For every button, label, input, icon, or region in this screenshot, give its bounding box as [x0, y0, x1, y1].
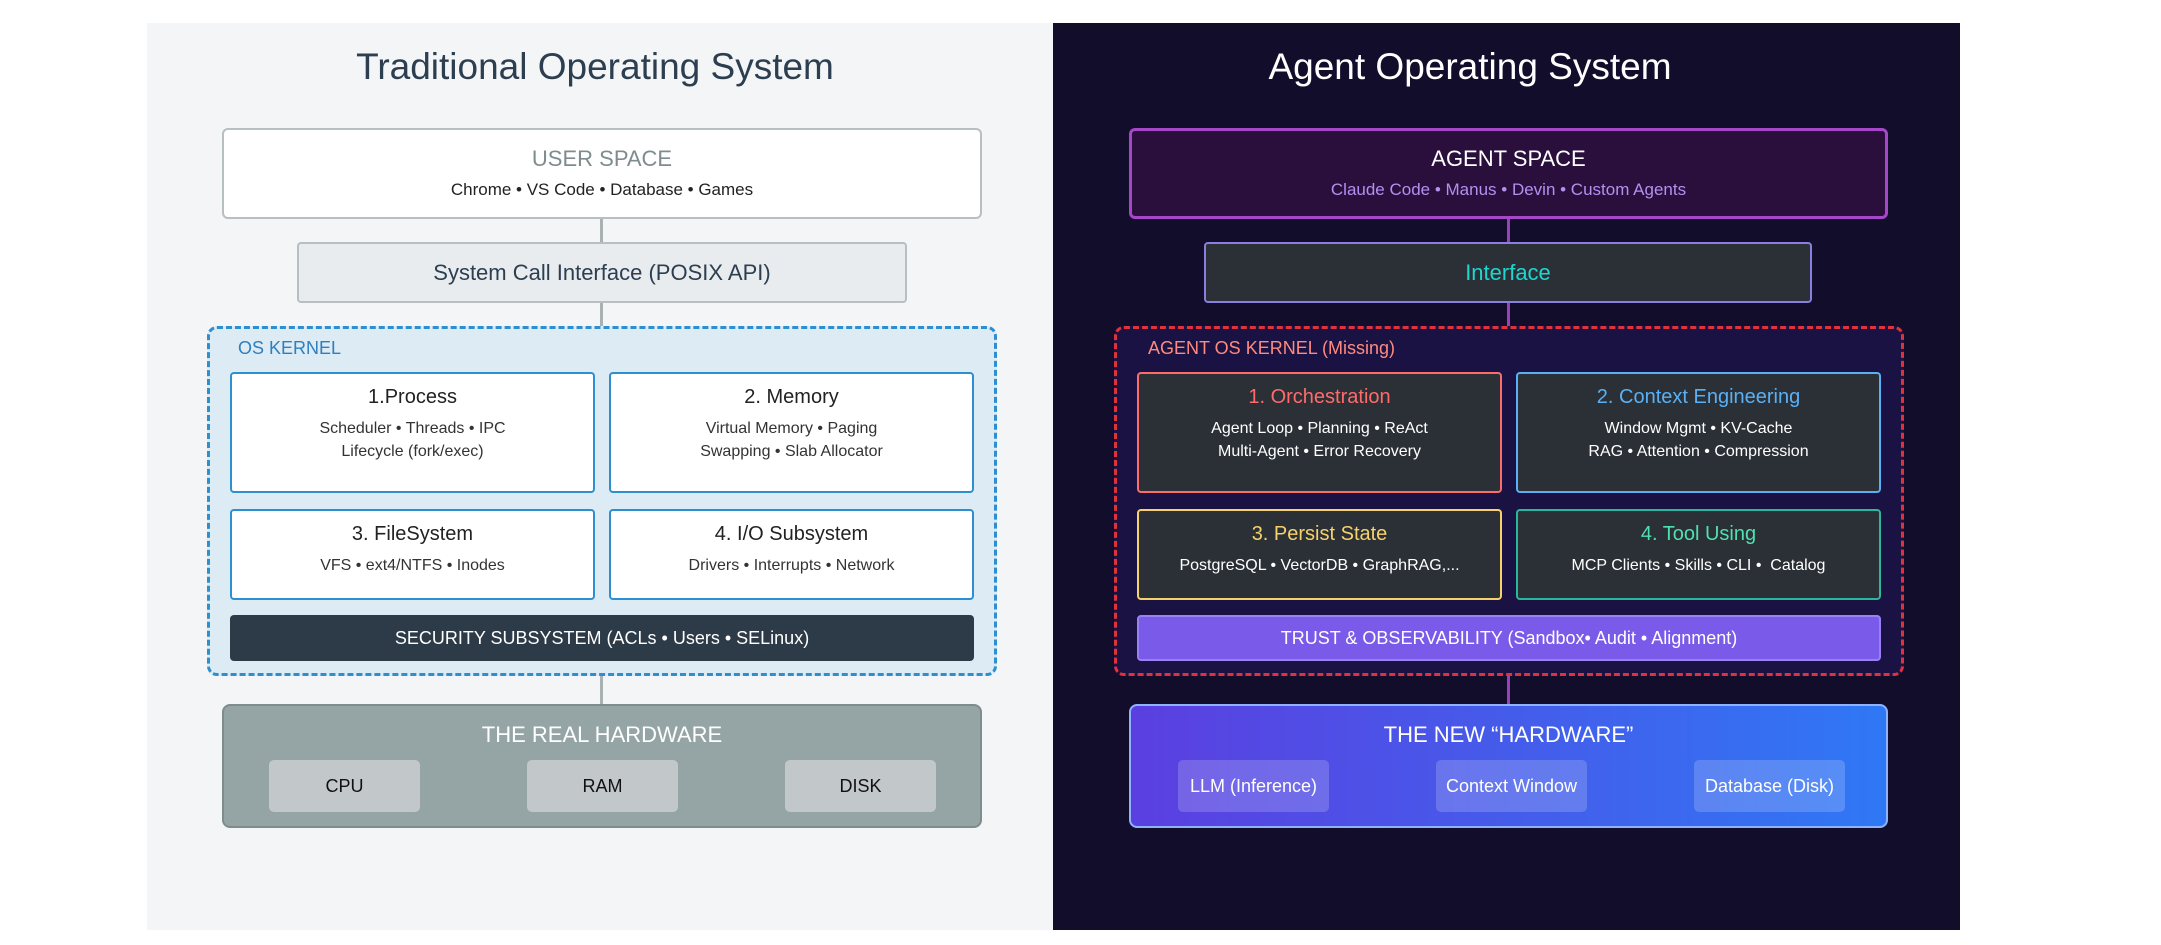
connector-line [1507, 676, 1510, 704]
hardware-chip-disk: DISK [785, 760, 936, 812]
new-hardware-title: THE NEW “HARDWARE” [1383, 722, 1634, 747]
interface-label: Interface [1465, 259, 1551, 285]
kernel-card-line: Virtual Memory • Paging [705, 420, 878, 437]
real-hardware-title: THE REAL HARDWARE [481, 722, 723, 747]
kernel-card-line: Scheduler • Threads • IPC [319, 420, 506, 437]
hardware-chip-ram: RAM [527, 760, 678, 812]
agent-card-line: RAG • Attention • Compression [1588, 443, 1809, 460]
interface-box: Interface [1204, 242, 1812, 303]
agent-card-title: 1. Orchestration [1248, 386, 1391, 408]
connector-line [1507, 302, 1510, 327]
agent-card-title: 3. Persist State [1251, 523, 1388, 545]
kernel-card-title: 3. FileSystem [351, 523, 474, 545]
agent-space-box: AGENT SPACE Claude Code • Manus • Devin … [1129, 128, 1888, 219]
agent-card-title: 4. Tool Using [1640, 523, 1757, 545]
trust-observability-bar: TRUST & OBSERVABILITY (Sandbox• Audit • … [1137, 615, 1881, 661]
trust-observability-label: TRUST & OBSERVABILITY (Sandbox• Audit • … [1280, 627, 1738, 648]
agent-card-context-engineering: 2. Context Engineering Window Mgmt • KV-… [1516, 372, 1881, 493]
connector-line [600, 302, 603, 327]
hardware-chip-database: Database (Disk) [1694, 760, 1845, 812]
agent-card-line: Multi-Agent • Error Recovery [1218, 443, 1421, 460]
connector-line [1507, 218, 1510, 243]
hardware-chip-llm: LLM (Inference) [1178, 760, 1329, 812]
kernel-card-line: Drivers • Interrupts • Network [688, 557, 895, 574]
agent-card-line: MCP Clients • Skills • CLI • Catalog [1571, 557, 1826, 574]
security-subsystem-bar: SECURITY SUBSYSTEM (ACLs • Users • SELin… [230, 615, 974, 661]
agent-card-orchestration: 1. Orchestration Agent Loop • Planning •… [1137, 372, 1502, 493]
kernel-card-io: 4. I/O Subsystem Drivers • Interrupts • … [609, 509, 974, 600]
agent-space-title: AGENT SPACE [1431, 145, 1586, 171]
kernel-card-process: 1.Process Scheduler • Threads • IPC Life… [230, 372, 595, 493]
agent-space-items: Claude Code • Manus • Devin • Custom Age… [1330, 179, 1687, 199]
kernel-card-line: Lifecycle (fork/exec) [341, 443, 484, 460]
agent-card-line: Window Mgmt • KV-Cache [1604, 420, 1793, 437]
syscall-interface-label: System Call Interface (POSIX API) [433, 259, 771, 285]
user-space-box: USER SPACE Chrome • VS Code • Database •… [222, 128, 982, 219]
kernel-card-title: 2. Memory [744, 386, 839, 408]
hardware-chip-context-window: Context Window [1436, 760, 1587, 812]
kernel-card-title: 4. I/O Subsystem [714, 523, 869, 545]
kernel-card-line: Swapping • Slab Allocator [700, 443, 883, 460]
kernel-card-line: VFS • ext4/NTFS • Inodes [320, 557, 505, 574]
traditional-os-title: Traditional Operating System [356, 46, 834, 87]
os-kernel-label: OS KERNEL [238, 338, 342, 358]
agent-card-line: Agent Loop • Planning • ReAct [1211, 420, 1428, 437]
security-subsystem-label: SECURITY SUBSYSTEM (ACLs • Users • SELin… [394, 627, 810, 648]
agent-card-title: 2. Context Engineering [1596, 386, 1801, 408]
agent-kernel-label: AGENT OS KERNEL (Missing) [1148, 338, 1396, 358]
user-space-items: Chrome • VS Code • Database • Games [450, 179, 754, 199]
kernel-card-memory: 2. Memory Virtual Memory • Paging Swappi… [609, 372, 974, 493]
user-space-title: USER SPACE [531, 145, 673, 171]
kernel-card-filesystem: 3. FileSystem VFS • ext4/NTFS • Inodes [230, 509, 595, 600]
connector-line [600, 676, 603, 704]
hardware-chip-cpu: CPU [269, 760, 420, 812]
kernel-card-title: 1.Process [368, 386, 457, 408]
agent-card-tool-using: 4. Tool Using MCP Clients • Skills • CLI… [1516, 509, 1881, 600]
syscall-interface-box: System Call Interface (POSIX API) [297, 242, 907, 303]
agent-card-line: PostgreSQL • VectorDB • GraphRAG,... [1179, 557, 1460, 574]
agent-card-persist-state: 3. Persist State PostgreSQL • VectorDB •… [1137, 509, 1502, 600]
agent-os-title: Agent Operating System [1268, 46, 1672, 87]
connector-line [600, 218, 603, 243]
new-hardware-box [1129, 704, 1888, 828]
